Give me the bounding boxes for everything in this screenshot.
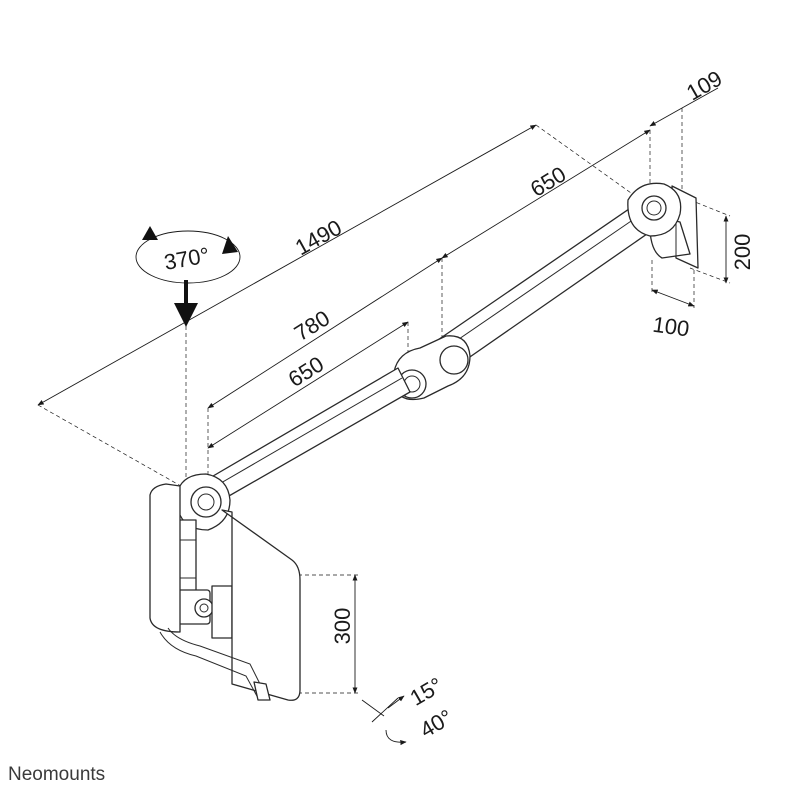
tilt-icon [361, 695, 407, 746]
upper-arm [431, 182, 682, 369]
vesa-height-label: 300 [330, 608, 355, 645]
brand-logo: Neomounts [8, 764, 106, 785]
monitor [149, 483, 301, 701]
bracket-width-label: 100 [651, 312, 691, 342]
rotation-icon [135, 226, 241, 327]
upper-arm-label: 650 [526, 161, 570, 201]
tilt-forward-label: 15° [406, 672, 447, 710]
rotation-angle-label: 370° [162, 242, 211, 275]
column-tilt-head [173, 519, 233, 639]
bracket-depth-label: 109 [682, 65, 726, 105]
total-reach-label: 1490 [291, 215, 346, 261]
tilt-back-label: 40° [416, 704, 457, 742]
bracket-height-label: 200 [730, 234, 755, 271]
lower-arm-label: 650 [284, 351, 328, 392]
lower-arm [177, 367, 411, 531]
reach-to-joint-label: 780 [290, 305, 334, 346]
